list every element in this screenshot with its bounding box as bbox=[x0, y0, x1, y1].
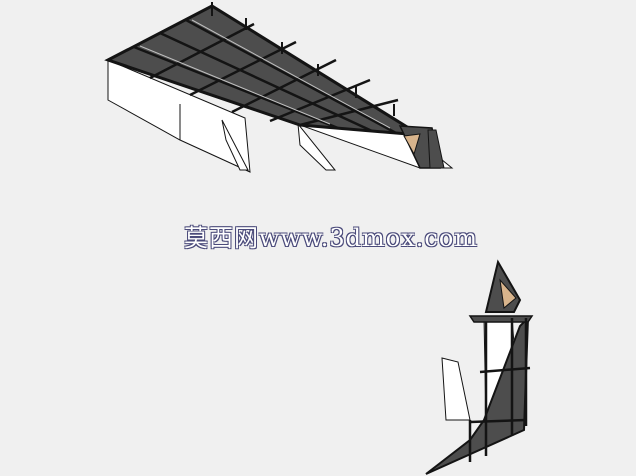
upper-support-fin-1 bbox=[221, 119, 249, 171]
lower-top-cap bbox=[468, 315, 534, 323]
upper-posts bbox=[211, 2, 395, 116]
upper-support-fin-2 bbox=[297, 122, 337, 171]
lower-top-accent bbox=[499, 278, 517, 309]
upper-end-spike bbox=[427, 129, 445, 169]
upper-end-accent bbox=[403, 133, 421, 156]
site-watermark: 莫西网www.3dmox.com bbox=[184, 224, 479, 252]
upper-light-stripes bbox=[139, 19, 391, 129]
upper-side-face bbox=[107, 59, 251, 173]
lower-structure bbox=[425, 259, 534, 475]
lower-frame-lines bbox=[468, 318, 531, 462]
lower-left-fin bbox=[441, 357, 471, 421]
upper-grid-lines bbox=[133, 18, 399, 135]
upper-structure bbox=[104, 2, 454, 173]
